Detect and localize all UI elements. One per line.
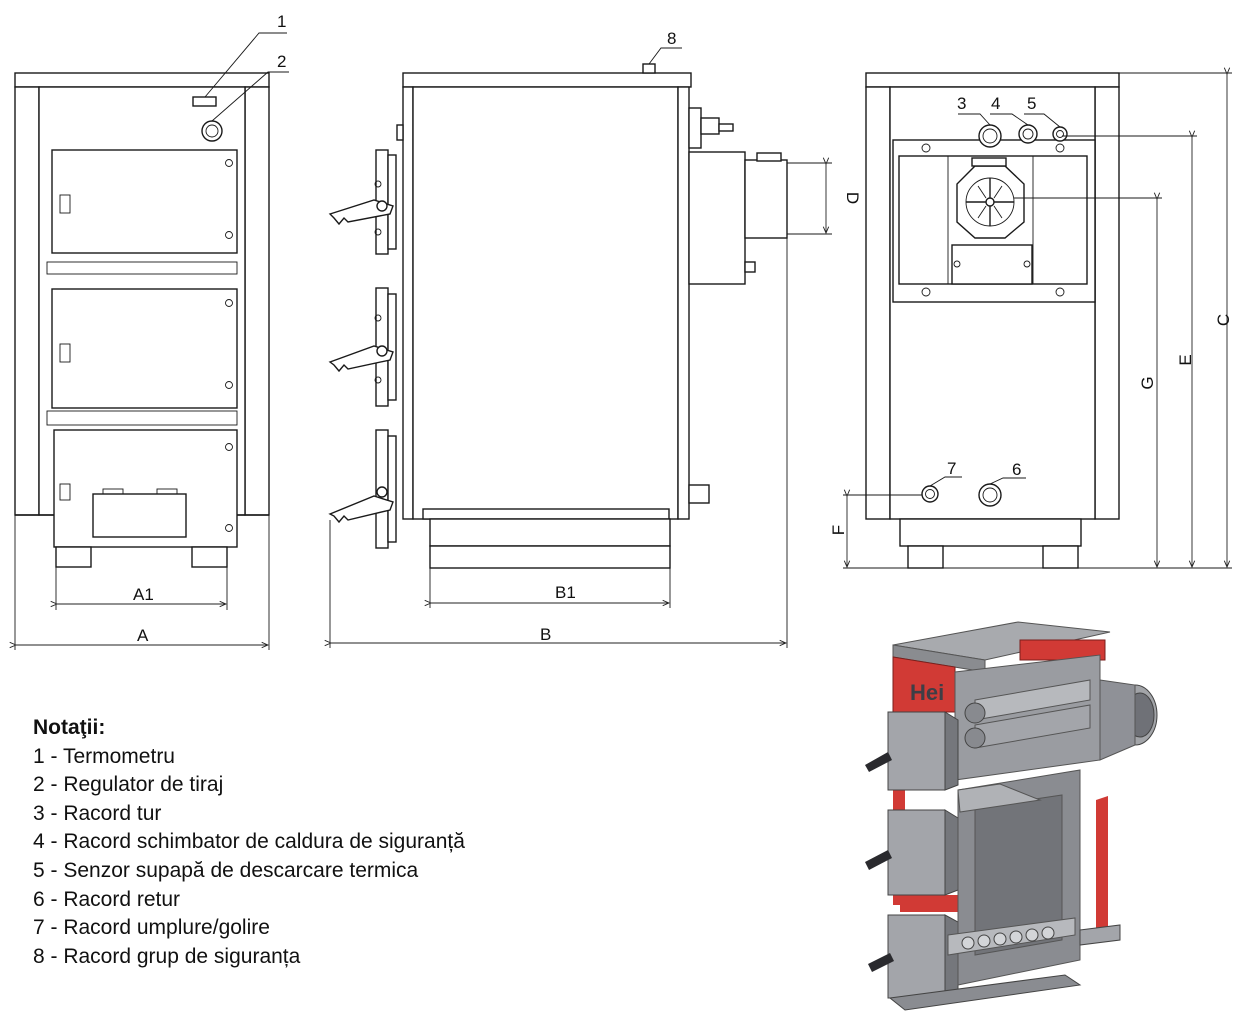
front-right-column: [244, 86, 270, 516]
side-door-top: [328, 149, 397, 255]
flue-regulator-wheel: [956, 165, 1025, 239]
dim-label-a: A: [137, 626, 149, 645]
boiler-cutaway-view: Hei: [865, 621, 1158, 1011]
legend-item-6: 6 - Racord retur: [33, 887, 181, 911]
callout-7: 7: [947, 459, 956, 478]
cutaway-door-bottom: [887, 914, 946, 999]
side-door-bottom: [328, 429, 397, 549]
leader-1: [204, 32, 287, 98]
callout-5: 5: [1027, 94, 1036, 113]
front-foot-right: [191, 546, 228, 568]
flue-box: [688, 151, 746, 285]
front-foot-left: [55, 546, 92, 568]
legend-item-4: 4 - Racord schimbator de caldura de sigu…: [33, 830, 465, 854]
grate-tubes: [947, 917, 1076, 956]
dim-label-d: D: [843, 192, 862, 204]
side-door-middle: [328, 287, 397, 407]
legend-title: Notaţii:: [33, 716, 106, 739]
side-back-plate: [677, 86, 690, 520]
cutaway-door-middle: [887, 809, 946, 896]
front-door-middle: [51, 288, 238, 409]
legend-item-5: 5 - Senzor supapă de descarcare termica: [33, 858, 419, 882]
door-handle: [865, 752, 892, 772]
fill-drain-connection-part: [921, 485, 939, 503]
leader-2: [211, 71, 289, 122]
side-top-cap: [402, 72, 692, 88]
front-divider-upper: [46, 261, 238, 275]
dim-label-g: G: [1138, 376, 1157, 389]
legend-item-8: 8 - Racord grup de siguranța: [33, 944, 301, 968]
dim-label-e: E: [1176, 354, 1195, 365]
safety-group-fitting: [642, 63, 656, 74]
callout-4: 4: [991, 94, 1000, 113]
leader-5: [1024, 113, 1061, 128]
dim-label-a1: A1: [133, 585, 154, 604]
door-latch: [59, 483, 71, 501]
front-view: 1 2 A1 A: [15, 12, 289, 650]
flue-pipe: [744, 159, 788, 239]
dim-label-b1: B1: [555, 583, 576, 602]
side-base: [429, 518, 671, 547]
callout-6: 6: [1012, 460, 1021, 479]
leader-4: [990, 113, 1029, 126]
front-door-top: [51, 149, 238, 254]
safety-exchanger-connection-part: [1018, 124, 1038, 144]
return-connection-part: [978, 483, 1002, 507]
dim-label-b: B: [540, 625, 551, 644]
leader-3: [958, 113, 991, 126]
callout-1: 1: [277, 12, 286, 31]
door-handle: [865, 850, 892, 870]
front-top-cap: [14, 72, 270, 88]
rear-pipe: [688, 107, 702, 149]
leader-8: [648, 47, 682, 65]
front-divider-lower: [46, 410, 238, 426]
callout-2: 2: [277, 52, 286, 71]
side-foot: [429, 545, 671, 569]
thermal-valve-sensor-part: [1052, 126, 1068, 142]
rear-foot-left: [907, 545, 944, 569]
legend-item-1: 1 - Termometru: [33, 744, 175, 768]
rear-left-column: [865, 86, 891, 520]
flow-connection-part: [978, 124, 1002, 148]
dim-label-f: F: [829, 525, 848, 535]
leader-7: [929, 476, 962, 487]
cleaning-cover: [951, 244, 1033, 285]
legend-item-7: 7 - Racord umplure/golire: [33, 916, 270, 940]
rear-top-cap: [865, 72, 1120, 88]
ash-door-slot: [92, 493, 187, 538]
side-body: [412, 86, 679, 520]
door-latch: [59, 343, 71, 363]
side-view: 8 D B1 B: [330, 29, 862, 648]
brand-logo-text: Hei: [910, 680, 944, 705]
dim-label-c: C: [1214, 314, 1233, 326]
thermometer-part: [192, 96, 217, 107]
rear-foot-right: [1042, 545, 1079, 569]
cutaway-door-top: [887, 711, 946, 791]
side-front-plate: [402, 86, 414, 520]
callout-8: 8: [667, 29, 676, 48]
legend-item-2: 2 - Regulator de tiraj: [33, 773, 224, 797]
legend-notes: Notaţii: 1 - Termometru 2 - Regulator de…: [33, 714, 465, 971]
door-latch: [59, 194, 71, 214]
rear-view: 3 4 5 7 6 C E G F: [829, 72, 1233, 569]
callout-3: 3: [957, 94, 966, 113]
leader-6: [989, 477, 1026, 485]
legend-item-3: 3 - Racord tur: [33, 801, 162, 825]
rear-base: [899, 518, 1082, 547]
door-handle: [868, 953, 894, 972]
heat-exchanger-tubes: [964, 679, 1091, 749]
front-left-column: [14, 86, 40, 516]
rear-right-column: [1094, 86, 1120, 520]
draught-regulator-part: [201, 120, 223, 142]
